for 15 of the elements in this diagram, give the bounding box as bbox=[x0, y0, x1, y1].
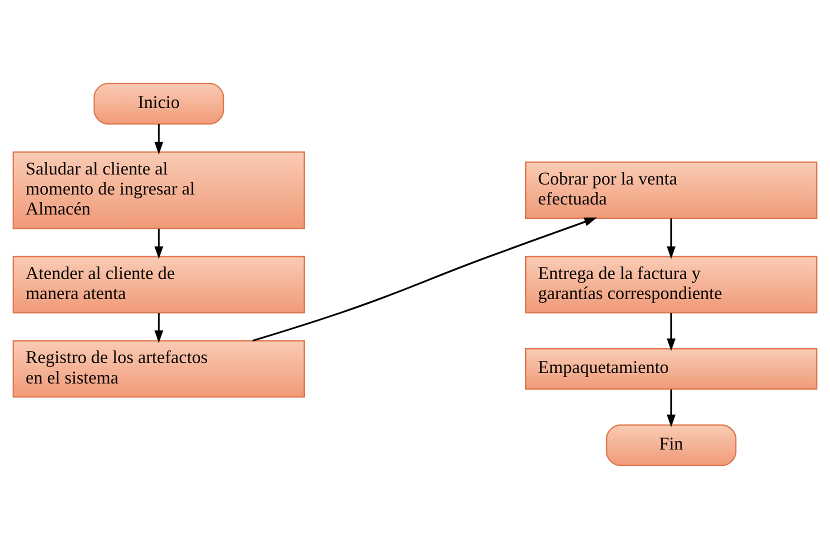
node-box: Empaquetamiento bbox=[525, 348, 818, 390]
node-box: Fin bbox=[606, 424, 736, 466]
arrow bbox=[666, 313, 676, 352]
node-box: Registro de los artefactos en el sistema bbox=[12, 340, 305, 398]
node-box: Atender al cliente de manera atenta bbox=[12, 256, 305, 314]
arrow bbox=[666, 389, 676, 428]
node-box: Inicio bbox=[94, 82, 224, 125]
arrow bbox=[154, 228, 164, 259]
arrow bbox=[252, 218, 598, 342]
node-box: Cobrar por la venta efectuada bbox=[525, 161, 818, 219]
arrow bbox=[154, 124, 164, 154]
node-box: Entrega de la factura y garantías correspondiente bbox=[525, 256, 818, 314]
arrow bbox=[154, 313, 164, 343]
node-box: Saludar al cliente al momento de ingresar al Almacén bbox=[12, 151, 305, 230]
arrow bbox=[666, 218, 676, 259]
